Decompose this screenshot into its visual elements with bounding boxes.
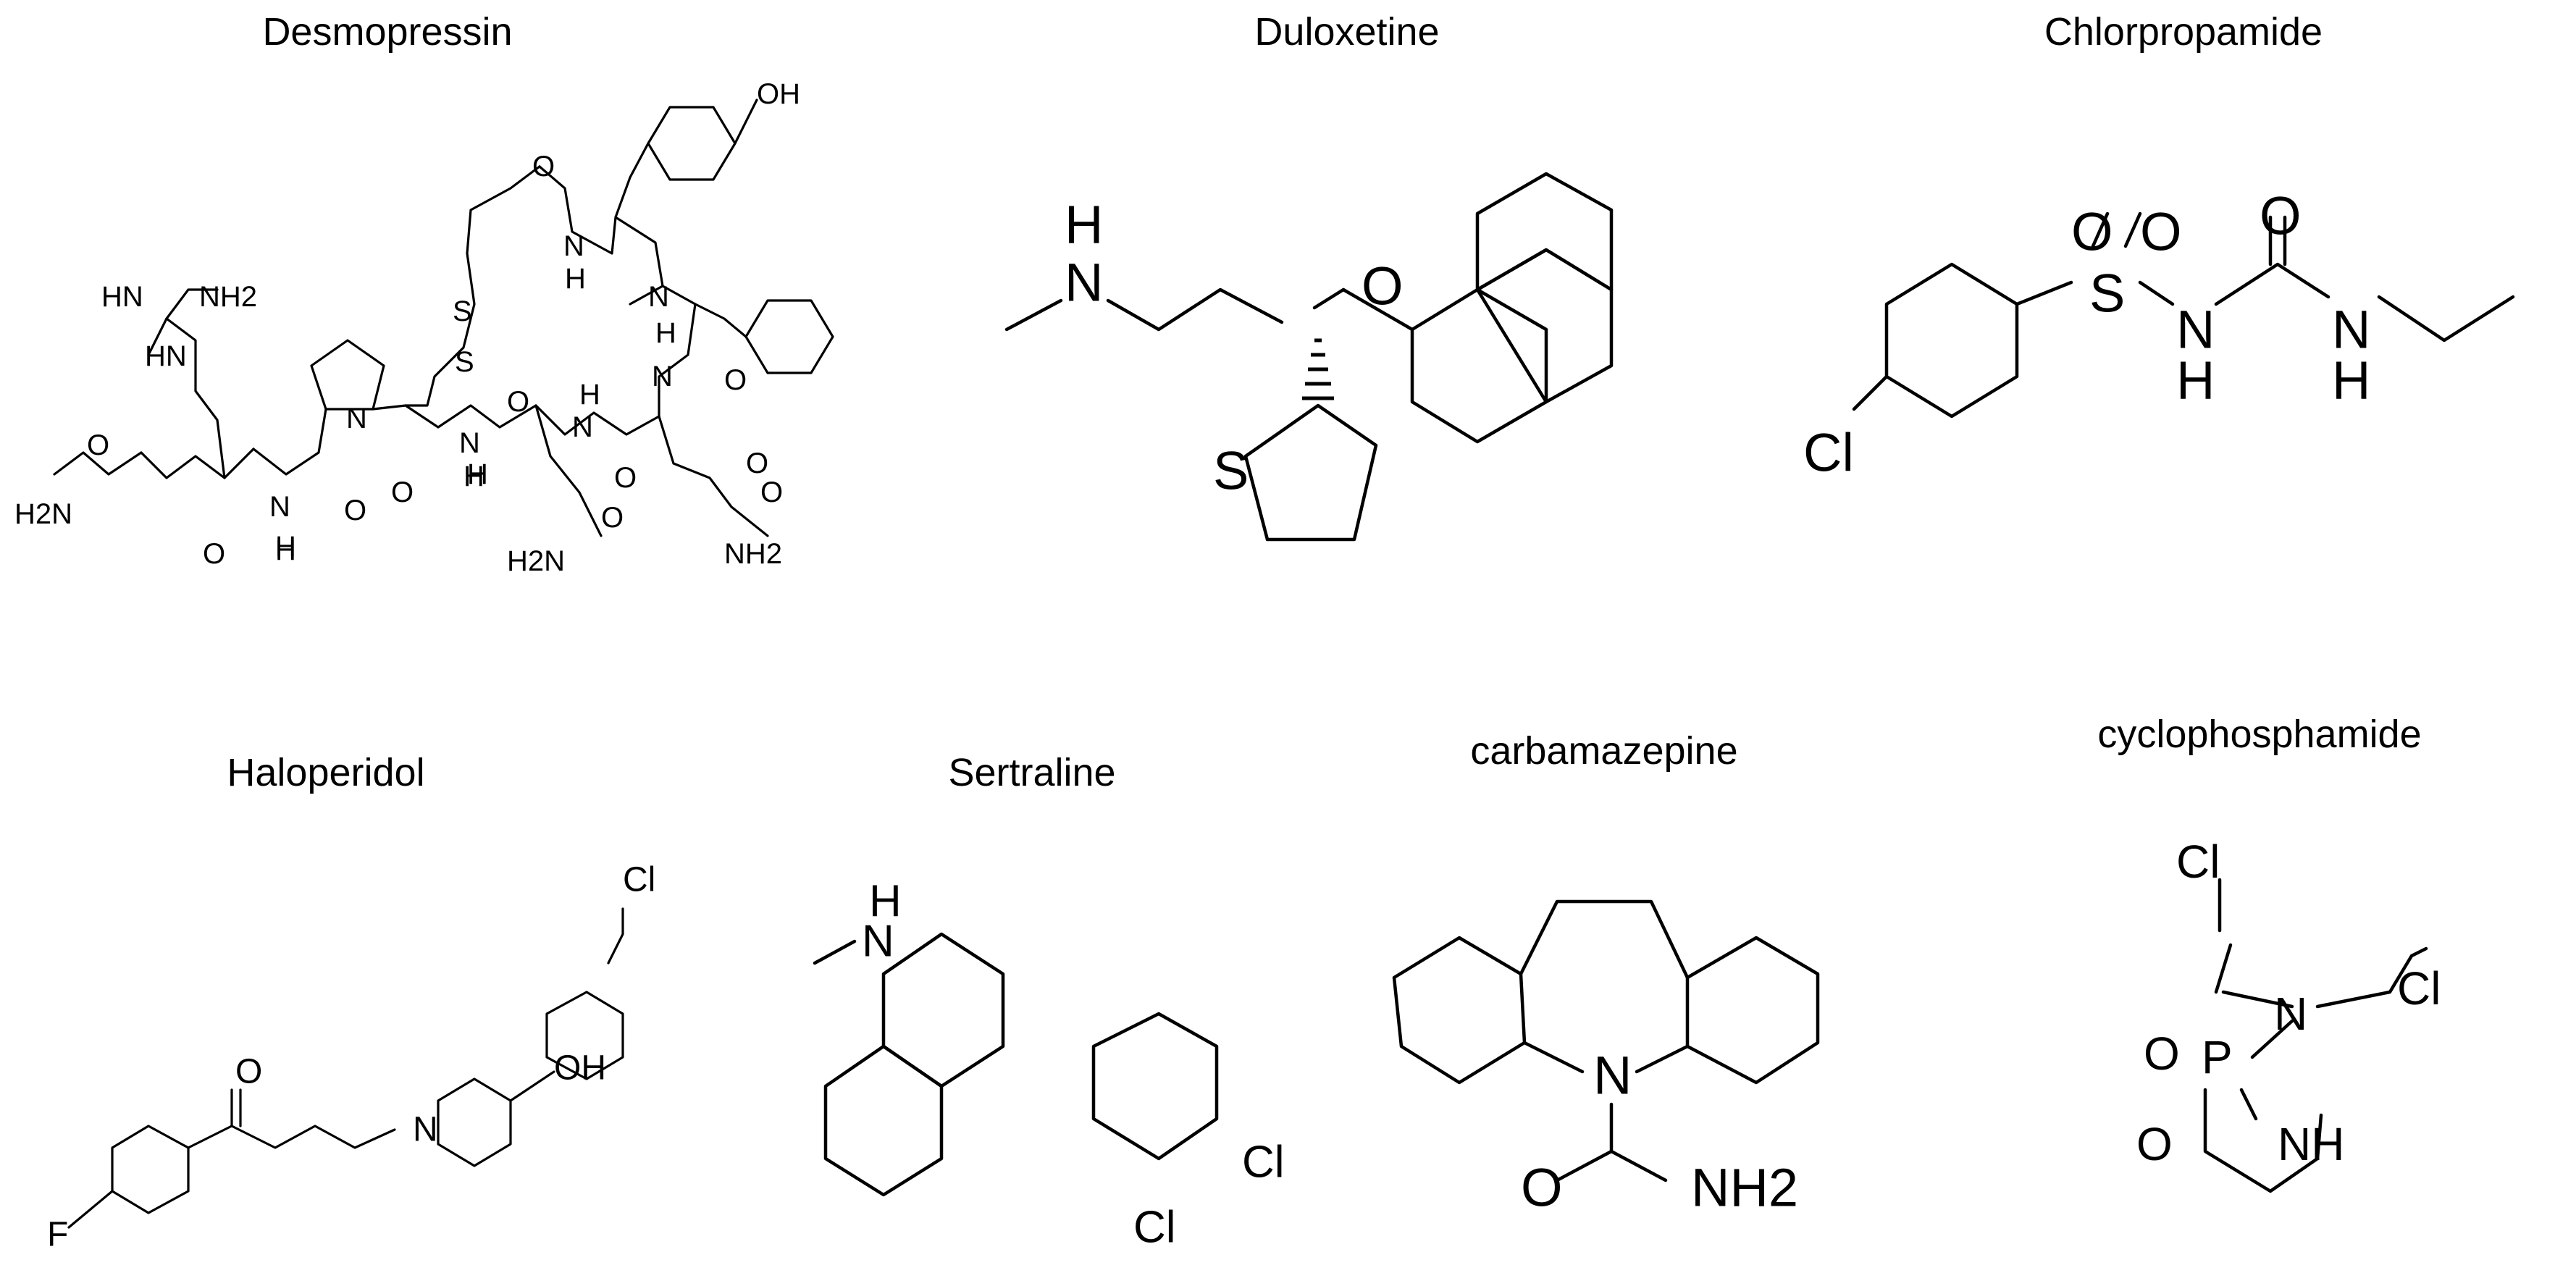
atom-label: N xyxy=(563,230,584,262)
atom-label: H xyxy=(655,317,676,349)
atom-label: S xyxy=(453,295,472,327)
atom-label: S xyxy=(455,346,474,378)
atom-label: O xyxy=(1521,1158,1563,1218)
atom-label: HN xyxy=(145,340,187,372)
molecule-desmopressin: Desmopressin xyxy=(14,10,834,577)
atom-label: O xyxy=(87,429,109,461)
molecule-sertraline: Sertraline H N Cl Cl xyxy=(813,751,1285,1253)
molecule-carbamazepine: carbamazepine N O NH2 xyxy=(1392,729,1820,1218)
atom-label: N xyxy=(413,1111,438,1149)
haloperidol-bonds xyxy=(67,907,624,1229)
atom-label: O xyxy=(391,476,414,508)
atom-label: N xyxy=(269,491,290,523)
atom-label: O xyxy=(2136,1118,2173,1170)
atom-label: H2N xyxy=(14,498,72,530)
atom-label: P xyxy=(2202,1031,2233,1083)
caption-duloxetine: Duloxetine xyxy=(1254,10,1439,54)
atom-label: NH xyxy=(2278,1118,2344,1170)
atom-label: O xyxy=(203,538,225,570)
atom-label: N xyxy=(459,427,480,459)
atom-label: O xyxy=(2071,202,2113,262)
atom-label: N xyxy=(862,917,894,967)
atom-label: N xyxy=(1065,253,1103,313)
atom-label: S xyxy=(1213,441,1249,501)
atom-label: HN xyxy=(101,281,143,313)
atom-label: S xyxy=(2089,264,2125,324)
caption-carbamazepine: carbamazepine xyxy=(1470,729,1737,773)
atom-label: H xyxy=(2176,350,2215,411)
atom-label: H xyxy=(463,461,484,492)
atom-label: Cl xyxy=(1242,1138,1285,1188)
atom-label: NH2 xyxy=(724,538,782,570)
atom-label: O xyxy=(2140,202,2182,262)
atom-label: OH xyxy=(554,1049,606,1088)
atom-label: O xyxy=(760,476,783,508)
chlorpropamide-bonds xyxy=(1852,211,2515,419)
carbamazepine-bonds xyxy=(1392,899,1820,1182)
atom-label: O xyxy=(614,462,637,494)
atom-label: H xyxy=(579,379,600,411)
atom-label: H xyxy=(275,531,296,563)
atom-label: H xyxy=(1065,195,1103,255)
atom-label: O xyxy=(235,1053,262,1091)
atom-label: O xyxy=(507,386,529,418)
atom-label: Cl xyxy=(623,861,655,899)
molecule-chlorpropamide: Chlorpropamide O O O S N H N H Cl xyxy=(1803,10,2515,483)
atom-label: H xyxy=(869,877,902,927)
atom-label: H xyxy=(2332,350,2370,411)
atom-label: NH2 xyxy=(199,281,257,313)
atom-label: F xyxy=(47,1216,68,1254)
duloxetine-bonds xyxy=(1004,172,1614,542)
caption-cyclophosphamide: cyclophosphamide xyxy=(2097,713,2421,756)
atom-label: H xyxy=(467,458,488,490)
caption-desmopressin: Desmopressin xyxy=(262,10,512,54)
atom-label: N xyxy=(2176,300,2215,360)
atom-label: O xyxy=(746,448,768,479)
stereo-hash-bond xyxy=(1302,338,1334,400)
atom-label: OH xyxy=(757,78,800,110)
atom-label: O xyxy=(601,502,624,534)
molecule-cyclophosphamide: cyclophosphamide Cl Cl O P N O NH xyxy=(2097,713,2441,1193)
atom-label: N xyxy=(648,281,669,313)
atom-label: N xyxy=(346,403,367,434)
atom-label: N xyxy=(2332,300,2370,360)
sertraline-bonds xyxy=(813,932,1219,1197)
caption-haloperidol: Haloperidol xyxy=(227,751,424,794)
desmopressin-bonds xyxy=(53,98,834,537)
atom-label: N xyxy=(2274,988,2307,1040)
atom-label: NH2 xyxy=(1691,1158,1798,1218)
molecule-duloxetine: Duloxetine H N O S xyxy=(1004,10,1614,542)
atom-label: O xyxy=(344,495,366,526)
molecule-haloperidol: Haloperidol Cl O OH N F xyxy=(47,751,655,1254)
cyclophosphamide-bonds xyxy=(2203,878,2428,1193)
atom-label: H2N xyxy=(507,545,565,577)
atom-label: N xyxy=(1593,1046,1632,1106)
atom-label: O xyxy=(1362,256,1404,316)
atom-label: H xyxy=(565,263,586,295)
atom-label: O xyxy=(724,364,747,396)
atom-label: Cl xyxy=(2397,962,2441,1014)
atom-label: O xyxy=(2260,186,2302,246)
atom-label: Cl xyxy=(1803,423,1854,483)
atom-label: Cl xyxy=(1133,1203,1176,1253)
atom-label: N xyxy=(652,361,673,392)
caption-sertraline: Sertraline xyxy=(948,751,1115,794)
atom-label: O xyxy=(2144,1028,2180,1080)
atom-label: Cl xyxy=(2176,836,2220,888)
atom-label: O xyxy=(532,151,555,182)
atom-label: N xyxy=(572,411,593,443)
atom-label: H xyxy=(275,534,296,566)
caption-chlorpropamide: Chlorpropamide xyxy=(2044,10,2323,54)
